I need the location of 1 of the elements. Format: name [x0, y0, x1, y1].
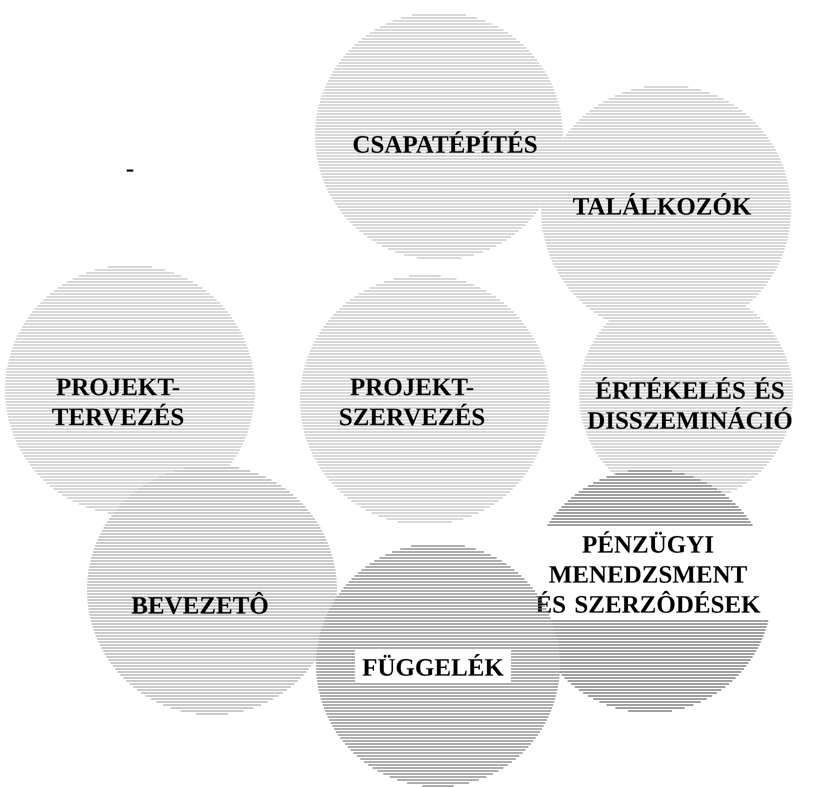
- dash-label: -: [126, 170, 134, 172]
